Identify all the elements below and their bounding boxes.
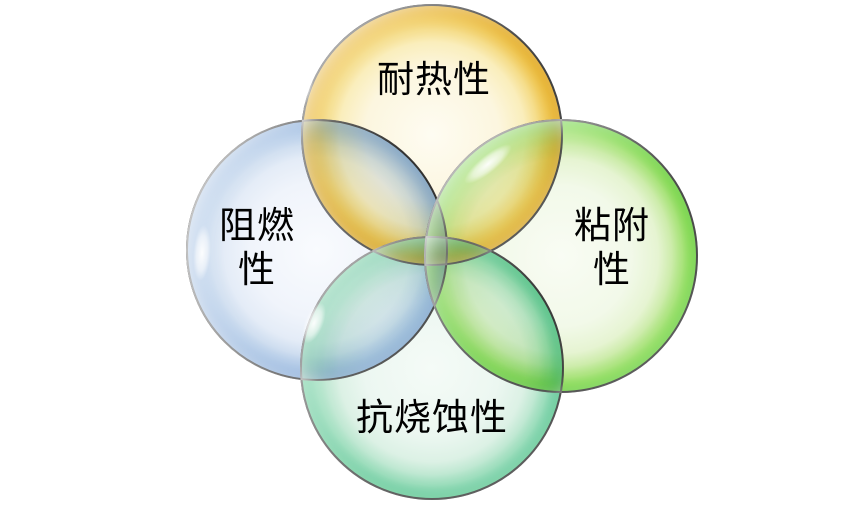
circle-ablation-resistance <box>300 236 564 500</box>
